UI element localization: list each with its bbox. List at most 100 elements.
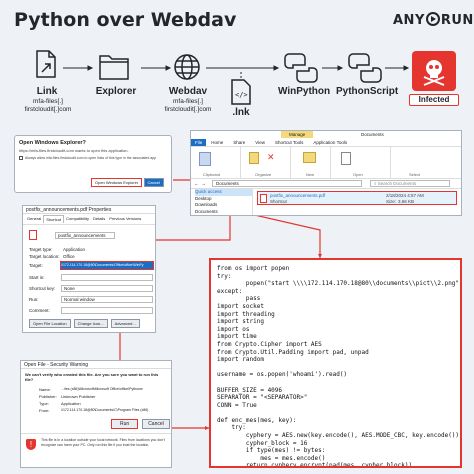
nav-quick-access[interactable]: Quick access — [195, 189, 252, 196]
back-icon[interactable]: ← — [194, 181, 199, 186]
new-folder-icon[interactable] — [303, 152, 316, 163]
file-row[interactable]: postfix_announcements.pdf Shortcut 2/18/… — [257, 191, 457, 205]
open-explorer-button[interactable]: Open Windows Explorer — [91, 178, 143, 187]
tab-share[interactable]: Share — [233, 140, 246, 145]
label-run: Run: — [29, 297, 39, 302]
code-line — [217, 364, 454, 372]
properties-title: postfix_announcements.pdf Properties — [23, 206, 155, 214]
file-size: 3.66 KB — [398, 199, 415, 204]
tab-view[interactable]: View — [255, 140, 265, 145]
file-list: postfix_announcements.pdf Shortcut 2/18/… — [253, 189, 461, 215]
tab-file[interactable]: File — [191, 139, 207, 146]
tab-details[interactable]: Details — [93, 216, 106, 221]
start-in-input[interactable] — [61, 274, 153, 281]
code-line: from Crypto.Util.Padding import pad, unp… — [217, 348, 369, 356]
label-webdav: Webdav — [168, 86, 208, 97]
dialog-checkbox[interactable]: Always allow mfa-files.firstcloudit.com … — [15, 154, 171, 162]
explorer-window: Manage Documents File Home Share View Sh… — [190, 130, 462, 216]
open-file-location-button[interactable]: Open File Location — [29, 319, 71, 328]
change-icon-button[interactable]: Change Icon... — [73, 319, 108, 328]
code-line: cypher_block = 16 — [217, 439, 308, 447]
ribbon-group-open: Open — [331, 147, 391, 178]
checkbox-icon[interactable] — [19, 156, 23, 161]
label-comment: Comment: — [29, 308, 50, 313]
manage-tab[interactable]: Manage — [281, 131, 314, 138]
security-buttons: Run Cancel — [111, 419, 170, 429]
python-icon — [284, 53, 318, 83]
code-line: def enc_mes(mes, key): — [217, 416, 297, 424]
tab-shortcut[interactable]: Shortcut — [43, 215, 65, 223]
move-icon[interactable] — [249, 152, 259, 164]
logo-text-left: ANY — [393, 13, 425, 28]
label-start-in: Start in: — [29, 275, 45, 280]
target-input[interactable]: \\172.114.170.18@80\Documents\Office\off… — [60, 261, 154, 270]
run-button[interactable]: Run — [111, 419, 139, 429]
code-line: import os — [217, 325, 250, 333]
shield-warning-icon: ! — [26, 439, 36, 450]
code-line: import time — [217, 333, 257, 341]
code-line — [217, 379, 454, 387]
address-row: ←→ Documents ⌕ Search Documents — [191, 179, 461, 189]
cancel-button[interactable]: Cancel — [143, 178, 164, 187]
tab-home[interactable]: Home — [211, 140, 224, 145]
tab-general[interactable]: General — [27, 216, 42, 221]
security-warning-text: This file is in a location outside your … — [41, 438, 165, 447]
search-placeholder: Search Documents — [377, 181, 417, 186]
label-lnk: .lnk — [232, 107, 250, 118]
address-bar[interactable]: Documents — [212, 180, 362, 187]
code-line: cyphery = AES.new(key.encode(), AES.MODE… — [217, 432, 460, 440]
nav-downloads[interactable]: Downloads — [195, 202, 218, 207]
label-pythonscript: PythonScript — [336, 86, 399, 97]
code-line: from Crypto.Cipher import AES — [217, 340, 322, 348]
label-infected: Infected — [409, 94, 459, 106]
ribbon-group-organize: ✕Organize — [241, 147, 291, 178]
properties-icon[interactable] — [341, 152, 351, 165]
label-target-location: Target location: — [29, 254, 60, 259]
security-cancel-button[interactable]: Cancel — [142, 419, 170, 429]
code-line: import socket — [217, 302, 264, 310]
advanced-button[interactable]: Advanced... — [110, 319, 140, 328]
webdav-sub-text: mfa-files[.] firstcloudit[.]com — [164, 98, 212, 113]
dialog-buttons: Open Windows Explorer Cancel — [91, 178, 164, 187]
value-target-type: Application — [63, 247, 86, 252]
delete-icon[interactable]: ✕ — [267, 152, 275, 162]
forward-icon[interactable]: → — [201, 181, 207, 186]
value-name: ...\tes (x86)\Microsoft\Microsoft Office… — [61, 387, 143, 391]
label-target: Target: — [29, 263, 43, 268]
nav-desktop[interactable]: Desktop — [195, 195, 212, 201]
python-script-icon — [348, 53, 382, 83]
label-shortcut-key: Shortcut key: — [29, 286, 56, 291]
shortcut-name: postfix_announcements — [55, 232, 115, 239]
label-explorer: Explorer — [95, 86, 137, 97]
link-icon — [36, 50, 56, 78]
comment-input[interactable] — [61, 307, 153, 314]
tab-previous-versions[interactable]: Previous Versions — [109, 216, 142, 221]
label-publisher: Publisher: — [39, 394, 57, 399]
search-box[interactable]: ⌕ Search Documents — [370, 180, 450, 187]
logo-text-right: RUN — [440, 13, 474, 28]
security-question: We can't verify who created this file. A… — [25, 372, 159, 382]
explorer-body: Quick access Desktop Downloads Documents… — [191, 189, 461, 215]
dialog-title: Open Windows Explorer? — [19, 140, 86, 146]
clipboard-icon[interactable] — [199, 152, 211, 166]
label-link: Link — [36, 86, 58, 97]
tab-compatibility[interactable]: Compatibility — [66, 216, 90, 221]
webdav-sub: mfa-files[.] firstcloudit[.]com — [160, 98, 216, 114]
file-name: postfix_announcements.pdf — [270, 193, 326, 198]
nav-documents[interactable]: Documents — [195, 208, 218, 214]
tab-application-tools[interactable]: Application Tools — [313, 140, 348, 145]
link-sub: mfa-files[.] firstcloudit[.]com — [22, 98, 74, 114]
file-date: 2/18/2024 4:57 AM — [386, 193, 424, 198]
run-select[interactable]: Normal window — [61, 296, 153, 303]
infected-box — [412, 51, 456, 91]
anyrun-logo: ANY RUN — [393, 12, 474, 28]
tab-shortcut-tools[interactable]: Shortcut Tools — [274, 140, 304, 145]
nav-pane: Quick access Desktop Downloads Documents — [191, 189, 253, 215]
folder-icon — [99, 55, 129, 80]
file-size-label: Size: — [386, 199, 397, 204]
link-sub-text: mfa-files[.] firstcloudit[.]com — [24, 98, 72, 113]
svg-text:</>: </> — [235, 91, 248, 99]
shortcut-key-input[interactable]: None — [61, 285, 153, 292]
explorer-titlebar: Manage Documents — [191, 131, 461, 139]
